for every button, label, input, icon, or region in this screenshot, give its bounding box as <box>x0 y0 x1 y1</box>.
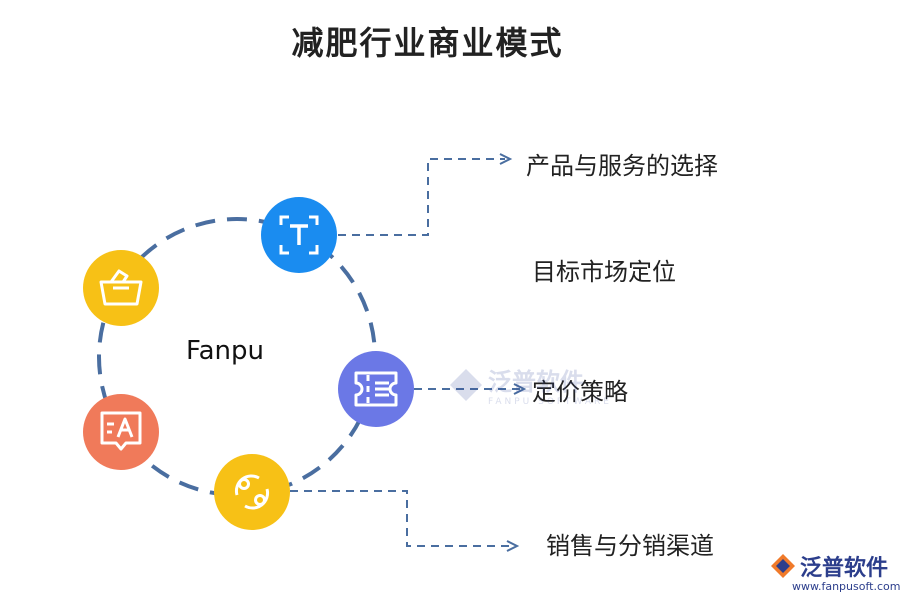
arrowhead-pricing <box>513 383 527 395</box>
node-sales <box>214 454 290 530</box>
node-product <box>261 197 337 273</box>
brand-logo-icon <box>771 554 795 578</box>
node-basket <box>83 250 159 326</box>
brand-url: www.fanpusoft.com <box>792 580 900 593</box>
page-title: 减肥行业商业模式 <box>291 24 564 62</box>
basket-icon <box>99 269 143 306</box>
translate-chat-icon <box>100 411 142 451</box>
center-label: Fanpu <box>186 336 264 366</box>
item-label-pricing: 定价策略 <box>532 378 628 406</box>
watermark-subtext: FANPU SOFTWARE <box>488 397 612 407</box>
node-translate <box>83 394 159 470</box>
connector-sales <box>290 490 512 547</box>
brand-logo: 泛普软件 <box>770 550 888 582</box>
connector-product <box>338 158 505 236</box>
node-pricing <box>338 351 414 427</box>
brand-logo-text: 泛普软件 <box>800 556 889 581</box>
watermark-logo-icon <box>450 368 482 401</box>
watermark: 泛普软件 FANPU SOFTWARE <box>448 362 612 407</box>
watermark-text: 泛普软件 <box>488 368 584 396</box>
text-frame-icon <box>279 215 319 255</box>
refresh-circle-icon <box>234 474 270 510</box>
item-label-product: 产品与服务的选择 <box>526 152 718 180</box>
arrowhead-product <box>499 153 513 165</box>
item-label-market: 目标市场定位 <box>532 258 676 286</box>
item-label-sales: 销售与分销渠道 <box>546 532 714 560</box>
ticket-icon <box>354 371 398 407</box>
arrowhead-sales <box>506 540 520 552</box>
